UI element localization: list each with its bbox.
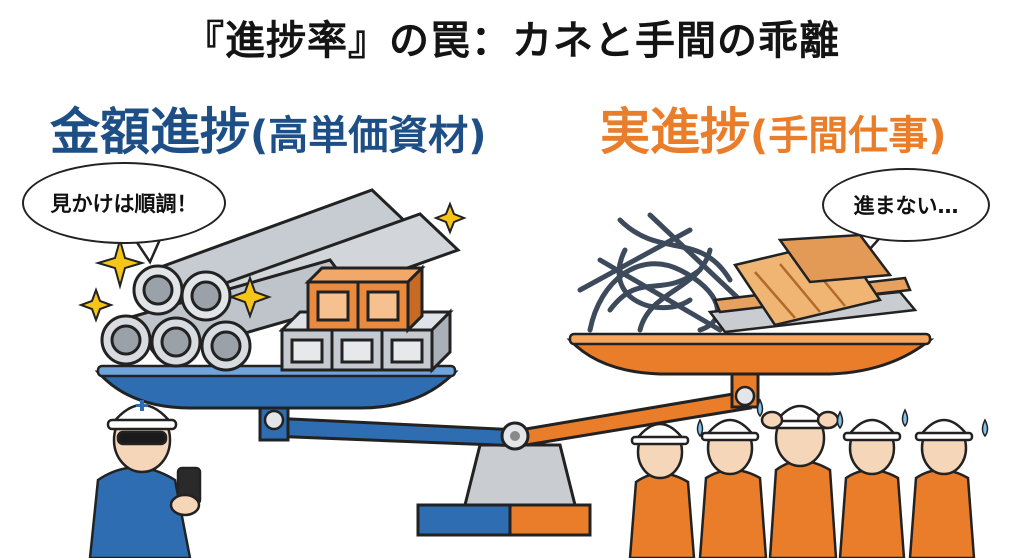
worker-2 <box>698 418 768 558</box>
workers-group <box>628 404 976 558</box>
left-heading: 金額進捗(高単価資材) <box>50 92 487 164</box>
right-speech-bubble: 進まない… <box>822 168 990 242</box>
right-heading: 実進捗(手間仕事) <box>600 92 947 164</box>
worker-3 <box>760 404 840 558</box>
sweat-drop-icon <box>696 398 989 438</box>
left-speech-bubble: 見かけは順調！ <box>22 162 226 244</box>
scale-beam <box>268 390 752 451</box>
right-heading-main: 実進捗 <box>600 103 750 161</box>
left-pan <box>94 364 459 410</box>
left-heading-main: 金額進捗 <box>50 103 250 161</box>
left-speech-text: 見かけは順調！ <box>50 192 198 216</box>
supervisor-figure <box>88 400 202 558</box>
rebar-tangle <box>577 212 743 333</box>
worker-1 <box>628 422 696 558</box>
sparkle-icon <box>78 201 467 323</box>
lumber-pile <box>707 233 918 334</box>
left-heading-sub: (高単価資材) <box>250 113 487 159</box>
page-title: 『進捗率』の罠：カネと手間の乖離 <box>184 18 840 64</box>
steel-box-sections <box>278 264 454 374</box>
scale-stand <box>416 443 592 537</box>
right-pan <box>566 332 935 376</box>
worker-4 <box>838 418 906 558</box>
right-speech-text: 進まない… <box>853 194 959 218</box>
worker-5 <box>908 418 976 558</box>
right-heading-sub: (手間仕事) <box>750 113 947 159</box>
